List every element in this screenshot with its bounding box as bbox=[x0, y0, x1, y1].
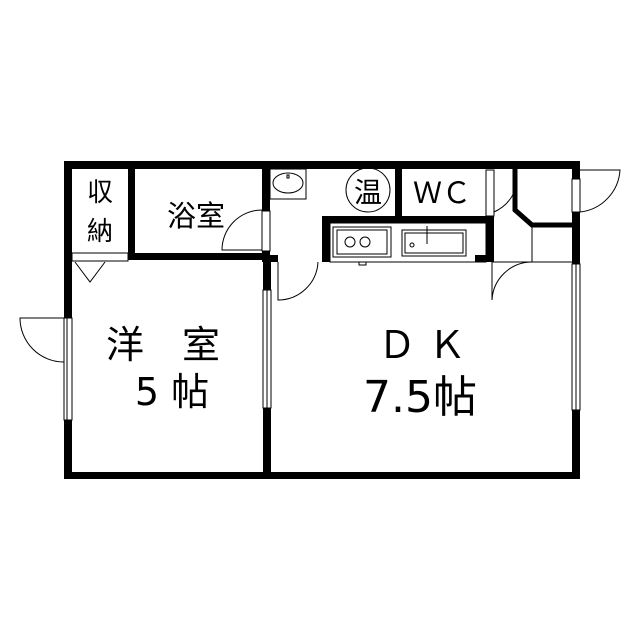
kitchen-counter bbox=[329, 222, 487, 266]
closet-label-2: 納 bbox=[87, 217, 113, 247]
doors bbox=[19, 169, 621, 421]
washbasin-icon bbox=[269, 168, 307, 200]
bath-label: 浴室 bbox=[167, 199, 225, 233]
entrance-wall bbox=[512, 165, 572, 228]
closet-label-1: 収 bbox=[87, 178, 113, 208]
toilet-label: ＷＣ bbox=[413, 176, 471, 210]
water-heater-label: 温 bbox=[354, 176, 382, 209]
dk-size: 7.5帖 bbox=[363, 372, 477, 423]
western-room-name: 洋 室 bbox=[106, 323, 220, 367]
walls bbox=[64, 161, 580, 479]
western-room-size: 5 帖 bbox=[135, 370, 209, 414]
water-heater-icon bbox=[345, 167, 391, 213]
dk-name: Ｄ Ｋ bbox=[378, 323, 466, 367]
